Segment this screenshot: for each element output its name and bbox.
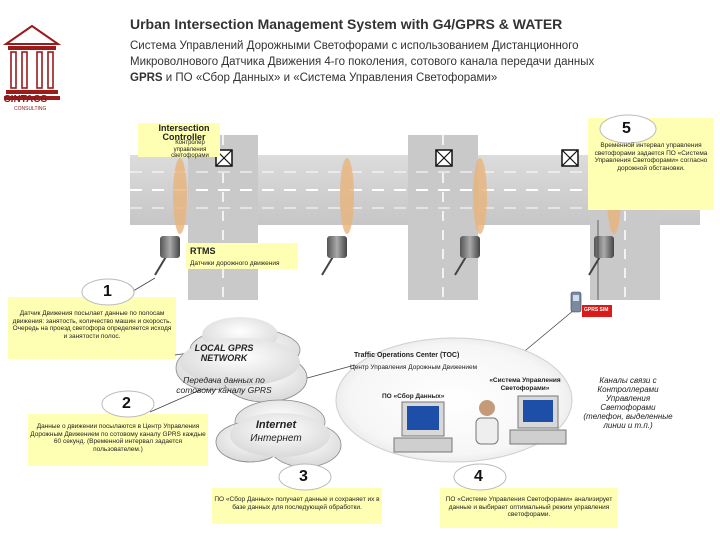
local-gprs-cloud-icon <box>175 317 308 403</box>
logo-building-icon <box>2 24 62 100</box>
po-sbor-label: ПО «Сбор Данных» <box>382 393 445 400</box>
page-subtitle: Система Управлений Дорожными Светофорами… <box>130 38 705 86</box>
detection-beams <box>173 158 621 234</box>
intersection-controller-label: Intersection Controller <box>158 123 210 142</box>
po-system-label: «Система Управления Светофорами» <box>489 377 561 392</box>
logo-subtext: CONSULTING <box>14 106 47 112</box>
subtitle-line-3-rest: и ПО «Сбор Данных» и «Система Управления… <box>162 72 498 84</box>
step2-box <box>28 414 208 466</box>
channels-label: Каналы связи с Контроллерами Управления … <box>583 376 673 430</box>
operator-icon <box>475 400 499 445</box>
subtitle-line-3: GPRS и ПО «Сбор Данных» и «Система Управ… <box>130 70 705 86</box>
rtms-sensor-icon <box>454 236 480 276</box>
step3-number: 3 <box>299 468 308 485</box>
step5-circle <box>599 114 657 144</box>
step3-text: ПО «Сбор Данных» получает данные и сохра… <box>214 496 380 511</box>
traffic-controller-icon <box>435 149 453 167</box>
subtitle-gprs: GPRS <box>130 72 163 84</box>
logo-name: SINTACS <box>4 94 48 105</box>
step5-text: Временной интервал управления светофорам… <box>594 142 708 172</box>
internet-cloud-icon <box>215 399 342 468</box>
toc-label: Traffic Operations Center (TOC) <box>354 352 460 359</box>
subtitle-line-2: Микроволнового Датчика Движения 4-го пок… <box>130 56 595 68</box>
gprs-sim-label: GPRS SIM <box>584 307 609 313</box>
step2-circle <box>101 390 155 418</box>
step1-number: 1 <box>103 283 112 300</box>
step1-text: Датчик Движения посылает данные по полос… <box>12 310 172 340</box>
step4-box <box>440 488 618 528</box>
rtms-sensor-icon <box>154 236 180 276</box>
intersection-controller-box <box>138 123 220 157</box>
step1-box <box>8 297 176 359</box>
step4-circle <box>453 463 507 491</box>
controller-ru-label: Контролер управления светофорами <box>171 140 209 159</box>
step2-number: 2 <box>122 395 131 412</box>
gprs-sim-phone-icon <box>570 291 612 317</box>
toc-ru-label: Центр Управления Дорожным Движением <box>350 364 478 371</box>
step4-text: ПО «Системе Управления Светофорами» анал… <box>445 496 613 519</box>
step1-circle <box>81 278 135 306</box>
step4-number: 4 <box>474 468 483 485</box>
step2-text: Данные о движении посылаются в Центр Упр… <box>30 423 206 453</box>
step3-circle <box>278 463 332 491</box>
rtms-label: RTMS <box>190 246 216 256</box>
page-title: Urban Intersection Management System wit… <box>130 16 563 32</box>
traffic-controller-icon <box>561 149 579 167</box>
local-gprs-ru-label: Передача данных по сотовому каналу GPRS <box>176 375 272 395</box>
subtitle-line-1: Система Управлений Дорожными Светофорами… <box>130 40 579 52</box>
internet-label: Internet <box>255 419 297 431</box>
rtms-ru-label: Датчики дорожного движения <box>190 260 280 267</box>
computer-icon <box>509 395 567 445</box>
rtms-sensor-icon <box>321 236 347 276</box>
step3-box <box>212 488 382 524</box>
rtms-box <box>186 243 298 269</box>
rtms-sensor-icon <box>588 236 614 276</box>
step5-number: 5 <box>622 120 631 137</box>
computer-icon <box>393 401 453 453</box>
internet-ru-label: Интернет <box>250 433 302 444</box>
local-gprs-label: LOCAL GPRS NETWORK <box>194 343 254 363</box>
